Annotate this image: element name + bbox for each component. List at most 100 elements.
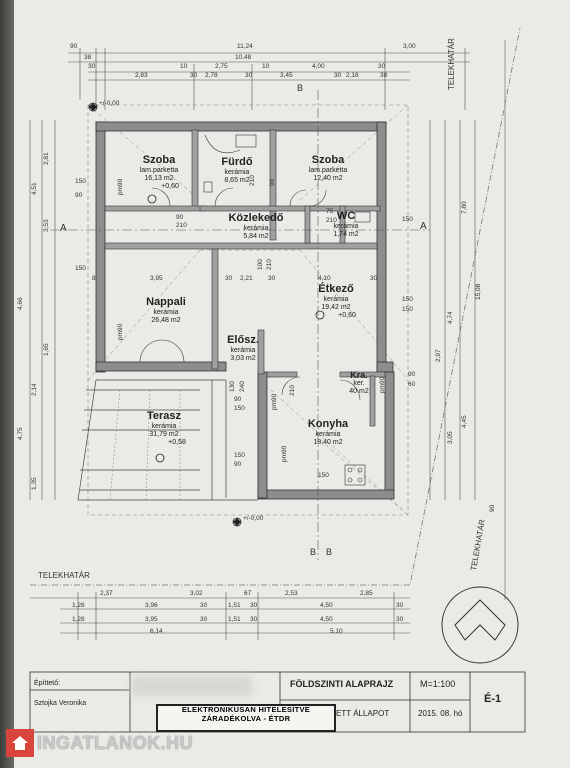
dim-inner-29: 150 [402, 296, 413, 303]
bottom-dimension-lines [30, 592, 410, 640]
dim-top-3c: 2,75 [215, 63, 228, 70]
dim-inner-6: 30 [370, 275, 378, 282]
dim-left-2: 4,51 [31, 182, 38, 195]
dim-inner-21: 150 [75, 178, 86, 185]
dim-top-1c: 3,00 [403, 43, 416, 50]
room-nappali-area: 26,48 m2 [151, 316, 181, 324]
dim-left-6: 2,14 [31, 383, 38, 396]
dim-left-5: 1,65 [43, 343, 50, 356]
top-dimension-lines [68, 48, 470, 110]
room-szoba-2-name: Szoba [311, 154, 345, 166]
north-arrow-icon [441, 586, 519, 664]
dim-bottom-1a: 2,37 [100, 590, 113, 597]
dim-bottom-2a: 1,28 [72, 602, 85, 609]
watermark-text: INGATLANOK.HU [37, 732, 194, 753]
dim-top-4d: 30 [245, 72, 253, 79]
dim-top-4e: 3,45 [280, 72, 293, 79]
dim-bottom-1b: 3,02 [190, 590, 203, 597]
dim-inner-15: 100 [257, 259, 264, 270]
section-b-bottom-left-marker: B [310, 547, 317, 557]
dim-inner-32: pm90 [379, 376, 386, 393]
dim-inner-16: 210 [266, 259, 273, 270]
dim-inner-9: pm90 [117, 323, 124, 340]
room-szoba-1-name: Szoba [142, 154, 176, 166]
dim-top-3f: 30 [378, 63, 386, 70]
drawing-scale: M=1:100 [420, 679, 456, 689]
room-wc-area: 1,74 m2 [333, 230, 359, 238]
room-eloszoba-area: 3,03 m2 [230, 354, 256, 362]
room-etkezo: Étkező kerámia 19,42 m2 +0,60 [296, 283, 376, 320]
dim-top-4a: 2,83 [135, 72, 148, 79]
stamp-line-2: ZÁRADÉKOLVA - ÉTDR [201, 713, 291, 723]
dim-right-5: 4,45 [461, 415, 468, 428]
dim-inner-1: 3,95 [150, 275, 163, 282]
terrace-tiles [109, 389, 181, 501]
builder-name: Sztojka Veronika [34, 700, 87, 707]
dim-inner-7: 8 [92, 275, 96, 282]
dim-inner-4: 30 [268, 275, 276, 282]
stamp-line-1: ELEKTRONIKUSAN HITELESÍTVE [181, 705, 311, 714]
room-konyha: Konyha kerámia 18,40 m2 [288, 418, 368, 447]
dim-bottom-3c: 30 [200, 616, 208, 623]
dim-right-1: 7,80 [461, 201, 468, 214]
room-szoba-1-level: +0,60 [161, 182, 179, 190]
dim-right-2: 4,74 [447, 311, 454, 324]
room-konyha-name: Konyha [307, 418, 349, 430]
authentication-stamp: ELEKTRONIKUSAN HITELESÍTVE ZÁRADÉKOLVA -… [156, 704, 336, 732]
room-wc-name: WC [336, 210, 356, 222]
dim-bottom-3f: 4,50 [320, 616, 333, 623]
roof-outline [87, 104, 409, 516]
left-dimension-lines [29, 120, 56, 500]
dim-inner-13: 75 [326, 208, 334, 215]
dim-top-3e: 4,00 [312, 63, 325, 70]
room-etkezo-floor: kerámia [323, 295, 349, 303]
dim-inner-24: 90 [269, 178, 276, 186]
dim-inner-28: 150 [75, 265, 86, 272]
room-nappali-floor: kerámia [153, 308, 179, 316]
binder-edge [0, 0, 14, 768]
dim-inner-23: 210 [249, 175, 256, 186]
room-eloszoba-name: Elősz. [227, 334, 259, 346]
door-swings [139, 187, 361, 401]
room-etkezo-area: 19,42 m2 [321, 303, 351, 311]
dim-inner-11: 90 [176, 214, 184, 221]
room-kozlekedo-floor: kerámia [243, 224, 269, 232]
dim-bottom-4b: 5,10 [330, 628, 343, 635]
dim-right-7: 90 [489, 504, 496, 512]
room-nappali: Nappali kerámia 26,48 m2 [128, 296, 204, 325]
room-kozlekedo: Közlekedő kerámia 5,84 m2 [206, 212, 306, 241]
boundary-label-left-bottom: TELEKHATÁR [38, 571, 90, 580]
sheet-number: É-1 [484, 693, 502, 705]
terrace-outline [77, 379, 258, 501]
dim-left-3: 3,53 [43, 219, 50, 232]
bathroom-fixtures [203, 134, 371, 223]
dim-inner-10: pm90 [271, 393, 278, 410]
dim-inner-25: 150 [234, 452, 245, 459]
room-etkezo-name: Étkező [318, 283, 354, 295]
dim-inner-5: 4,10 [318, 275, 331, 282]
dim-right-4: 15,08 [475, 283, 482, 300]
dim-top-1a: 90 [70, 43, 78, 50]
dim-left-1: 2,81 [43, 152, 50, 165]
dim-top-2b: 10,48 [235, 54, 252, 61]
room-eloszoba-floor: kerámia [230, 346, 256, 354]
dim-inner-18: 240 [239, 381, 246, 392]
room-szoba-2-floor: lam.parketta [308, 166, 348, 174]
dim-bottom-3d: 1,51 [228, 616, 241, 623]
room-wc: WC kerámia 1,74 m2 [326, 210, 366, 239]
dim-inner-31: 150 [402, 216, 413, 223]
drawing-state: ETT ÁLLAPOT [336, 709, 390, 718]
room-nappali-name: Nappali [146, 296, 186, 308]
dim-bottom-3b: 3,95 [145, 616, 158, 623]
redacted-area [132, 676, 252, 696]
house-logo-icon [6, 729, 34, 757]
dim-inner-34: 150 [318, 472, 329, 479]
drawing-date: 2015. 08. hó [418, 709, 463, 718]
dim-left-4: 4,66 [17, 297, 24, 310]
dim-bottom-1d: 2,53 [285, 590, 298, 597]
dim-inner-20: 150 [234, 405, 245, 412]
dim-bottom-2g: 30 [396, 602, 404, 609]
dim-top-2a: 38 [84, 54, 92, 61]
kitchen-fixtures [344, 464, 366, 486]
